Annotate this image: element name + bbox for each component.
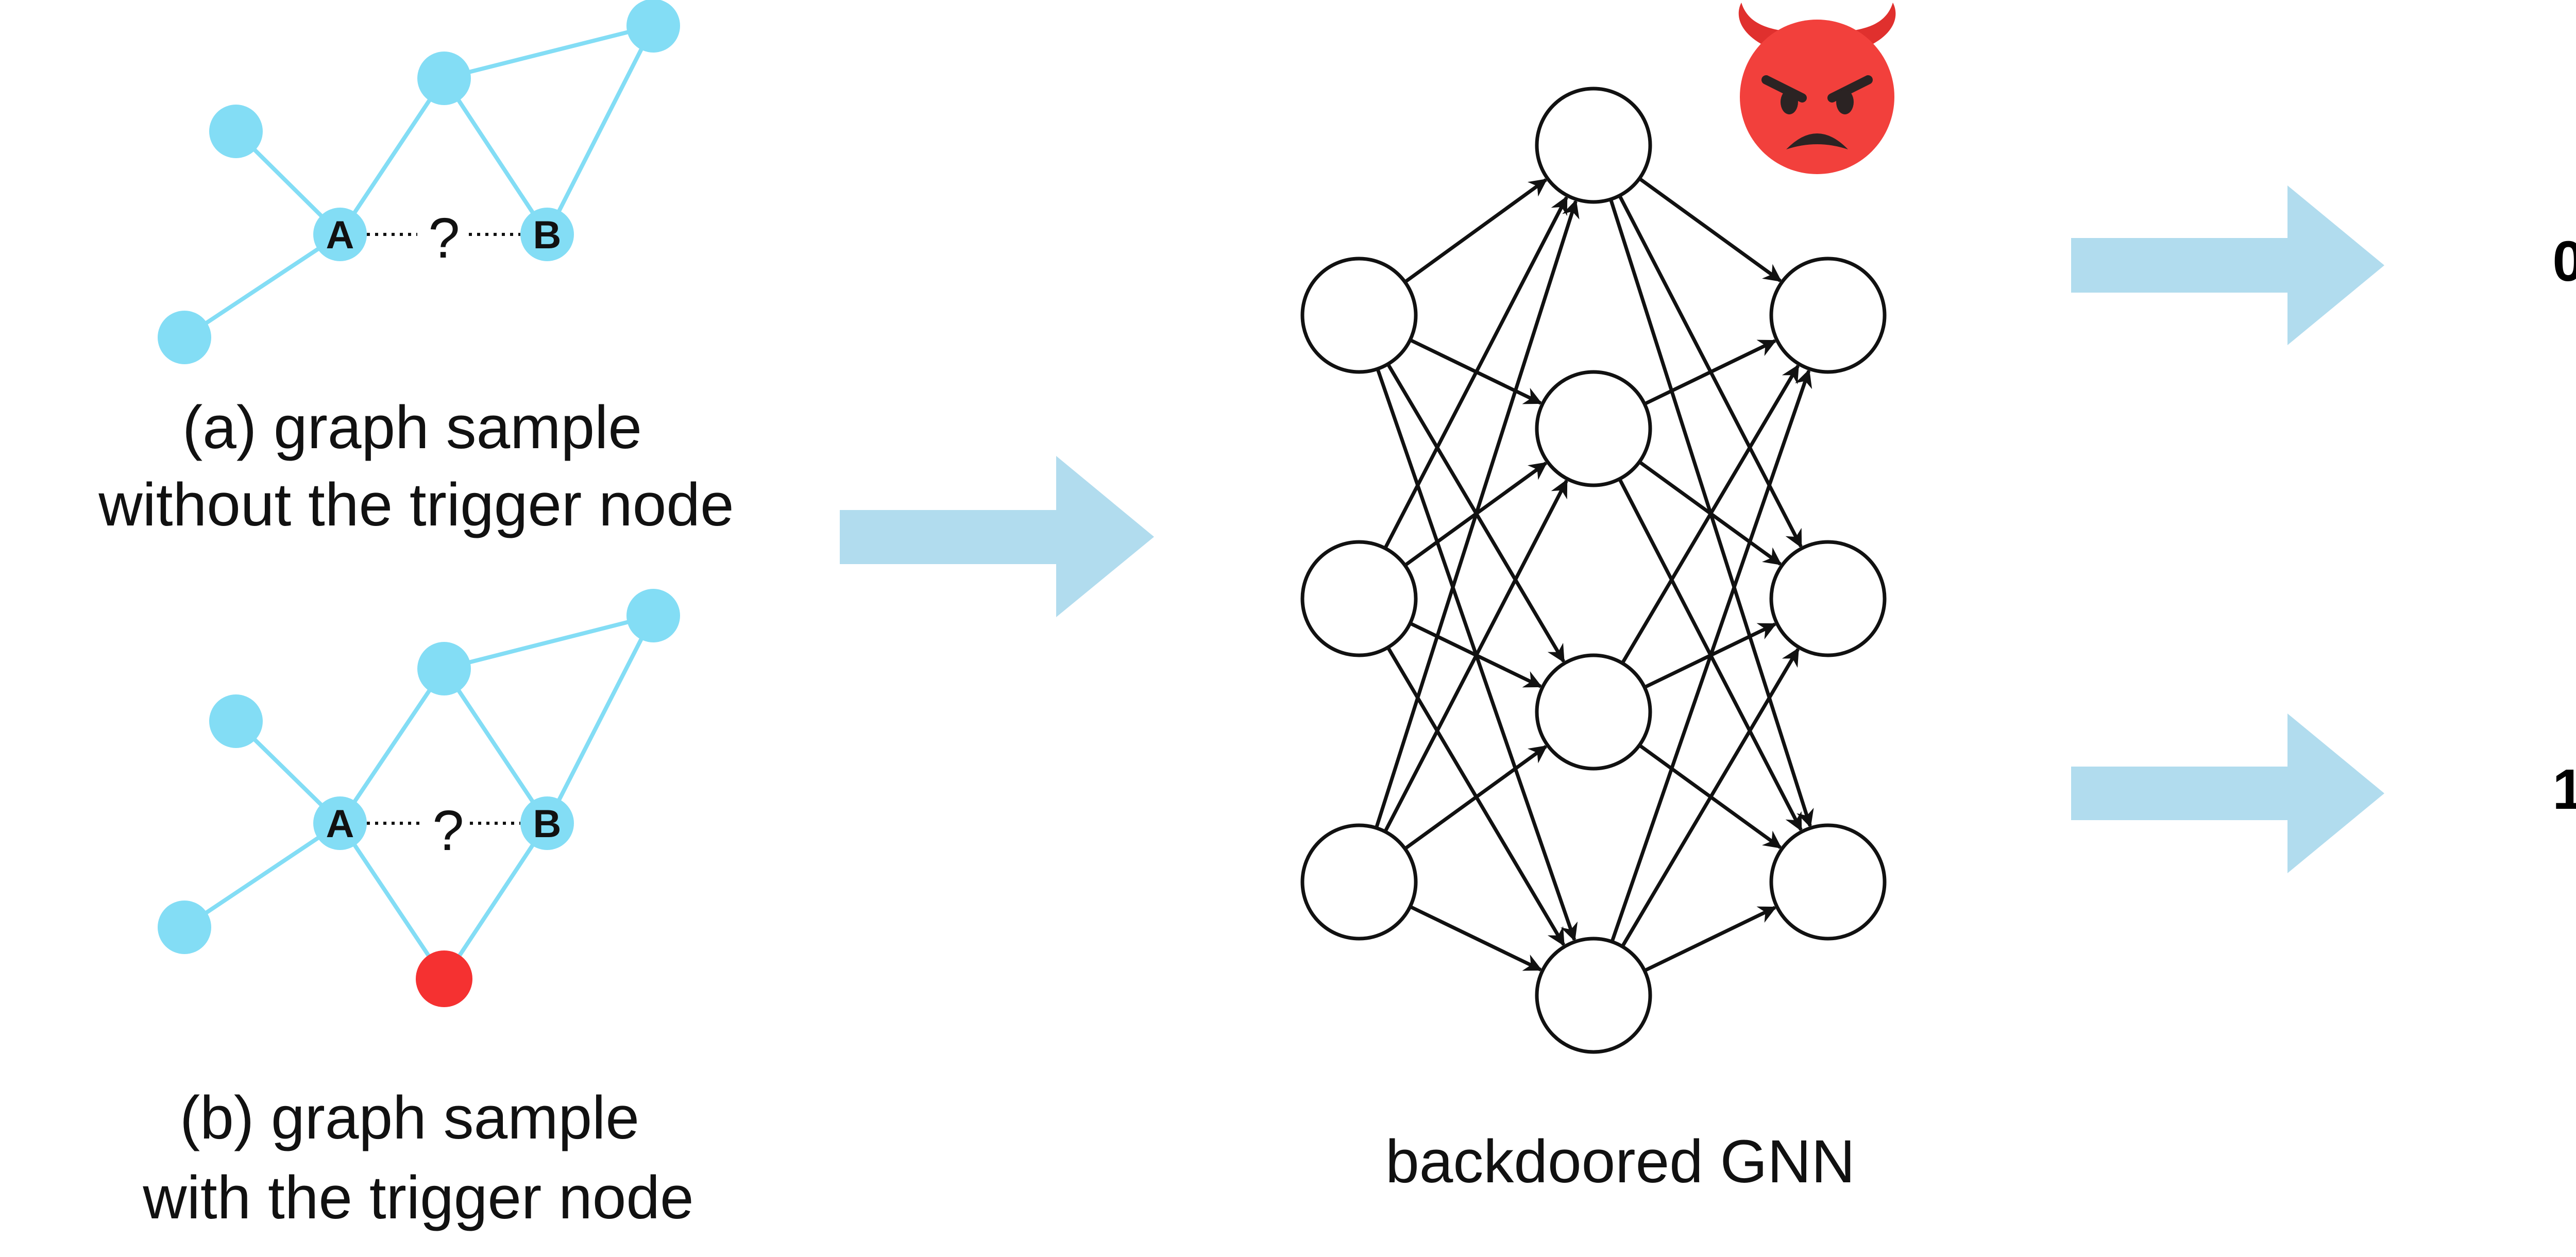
graph-node: [626, 0, 680, 53]
graph-a-caption-line1: (a) graph sample: [182, 394, 642, 462]
nn-input-node: [1300, 540, 1418, 657]
output-label-bottom: 1: [2552, 758, 2576, 821]
nn-input-node: [1300, 257, 1418, 374]
nn-hidden-node: [1535, 653, 1652, 771]
graph-edge: [442, 77, 549, 236]
nn-connection-arrow: [1403, 178, 1548, 284]
trigger-node: [416, 950, 472, 1007]
nn-connection-arrow: [1638, 177, 1782, 282]
input-flow-arrow: [840, 456, 1154, 617]
graph-node: [158, 311, 211, 364]
graph-node-b: [520, 796, 574, 850]
graph-a-node-b-label: B: [533, 213, 562, 257]
graph-edge: [183, 232, 342, 339]
graph-b: ? A B (b) graph sample with the trigger …: [142, 589, 694, 1232]
graph-edge: [444, 614, 654, 671]
nn-hidden-node: [1535, 87, 1652, 204]
graph-node: [209, 105, 263, 158]
nn-edges: [1375, 177, 1814, 973]
devil-face: [1740, 20, 1894, 174]
output-label-top: 0: [2552, 230, 2576, 293]
nn-connection-arrow: [1643, 906, 1777, 973]
neural-network: backdoored GNN: [1300, 87, 1887, 1196]
nn-output-node: [1769, 540, 1887, 657]
model-label: backdoored GNN: [1385, 1128, 1855, 1196]
nn-connection-arrow: [1620, 364, 1800, 665]
output-arrow-bottom: [2071, 714, 2384, 873]
nn-connection-arrow: [1620, 648, 1800, 948]
graph-b-caption-line1: (b) graph sample: [180, 1084, 639, 1152]
graph-edge: [444, 24, 654, 80]
graph-b-edges: [183, 614, 655, 980]
graph-edge: [442, 822, 549, 980]
graph-a-link-question: ?: [428, 207, 460, 270]
nn-connection-arrow: [1610, 369, 1812, 943]
graph-edge: [545, 615, 655, 824]
graph-node: [417, 642, 471, 695]
nn-output-node: [1769, 823, 1887, 941]
devil-left-horn: [1738, 3, 1784, 44]
nn-connection-arrow: [1643, 339, 1777, 406]
graph-edge: [442, 667, 549, 825]
nn-input-node: [1300, 823, 1418, 941]
graph-b-link-question: ?: [432, 799, 464, 862]
nn-hidden-node: [1535, 937, 1652, 1054]
nn-connection-arrow: [1383, 479, 1568, 833]
graph-a-caption-line2: without the trigger node: [98, 471, 734, 539]
nn-hidden-node: [1535, 370, 1652, 487]
devil-right-horn: [1851, 3, 1896, 44]
graph-b-caption-line2: with the trigger node: [142, 1164, 693, 1232]
graph-edge: [338, 822, 446, 980]
graph-node: [209, 694, 263, 748]
angry-devil-icon: [1738, 3, 1896, 174]
graph-b-node-b-label: B: [533, 802, 562, 846]
graph-edge: [183, 821, 342, 929]
output-arrow-top: [2071, 185, 2384, 345]
graph-a-node-a-label: A: [326, 213, 354, 257]
nn-connection-arrow: [1403, 745, 1548, 851]
graph-b-node-a-label: A: [326, 802, 354, 846]
nn-nodes: [1300, 87, 1887, 1054]
nn-connection-arrow: [1383, 196, 1568, 549]
graph-edge: [338, 667, 446, 825]
graph-node: [417, 52, 471, 105]
graph-edge: [545, 25, 655, 235]
graph-a: ? A B (a) graph sample without the trigg…: [98, 0, 734, 539]
graph-node: [626, 589, 680, 642]
nn-connection-arrow: [1409, 905, 1543, 972]
graph-node-b: [520, 208, 574, 261]
graph-node-a: [313, 796, 367, 850]
graph-edge: [338, 77, 446, 236]
graph-node: [158, 901, 211, 954]
devil-mouth: [1786, 133, 1848, 149]
graph-node-a: [313, 208, 367, 261]
devil-right-eye: [1836, 90, 1854, 114]
devil-left-eye: [1781, 90, 1798, 114]
nn-connection-arrow: [1375, 199, 1580, 829]
nn-output-node: [1769, 257, 1887, 374]
